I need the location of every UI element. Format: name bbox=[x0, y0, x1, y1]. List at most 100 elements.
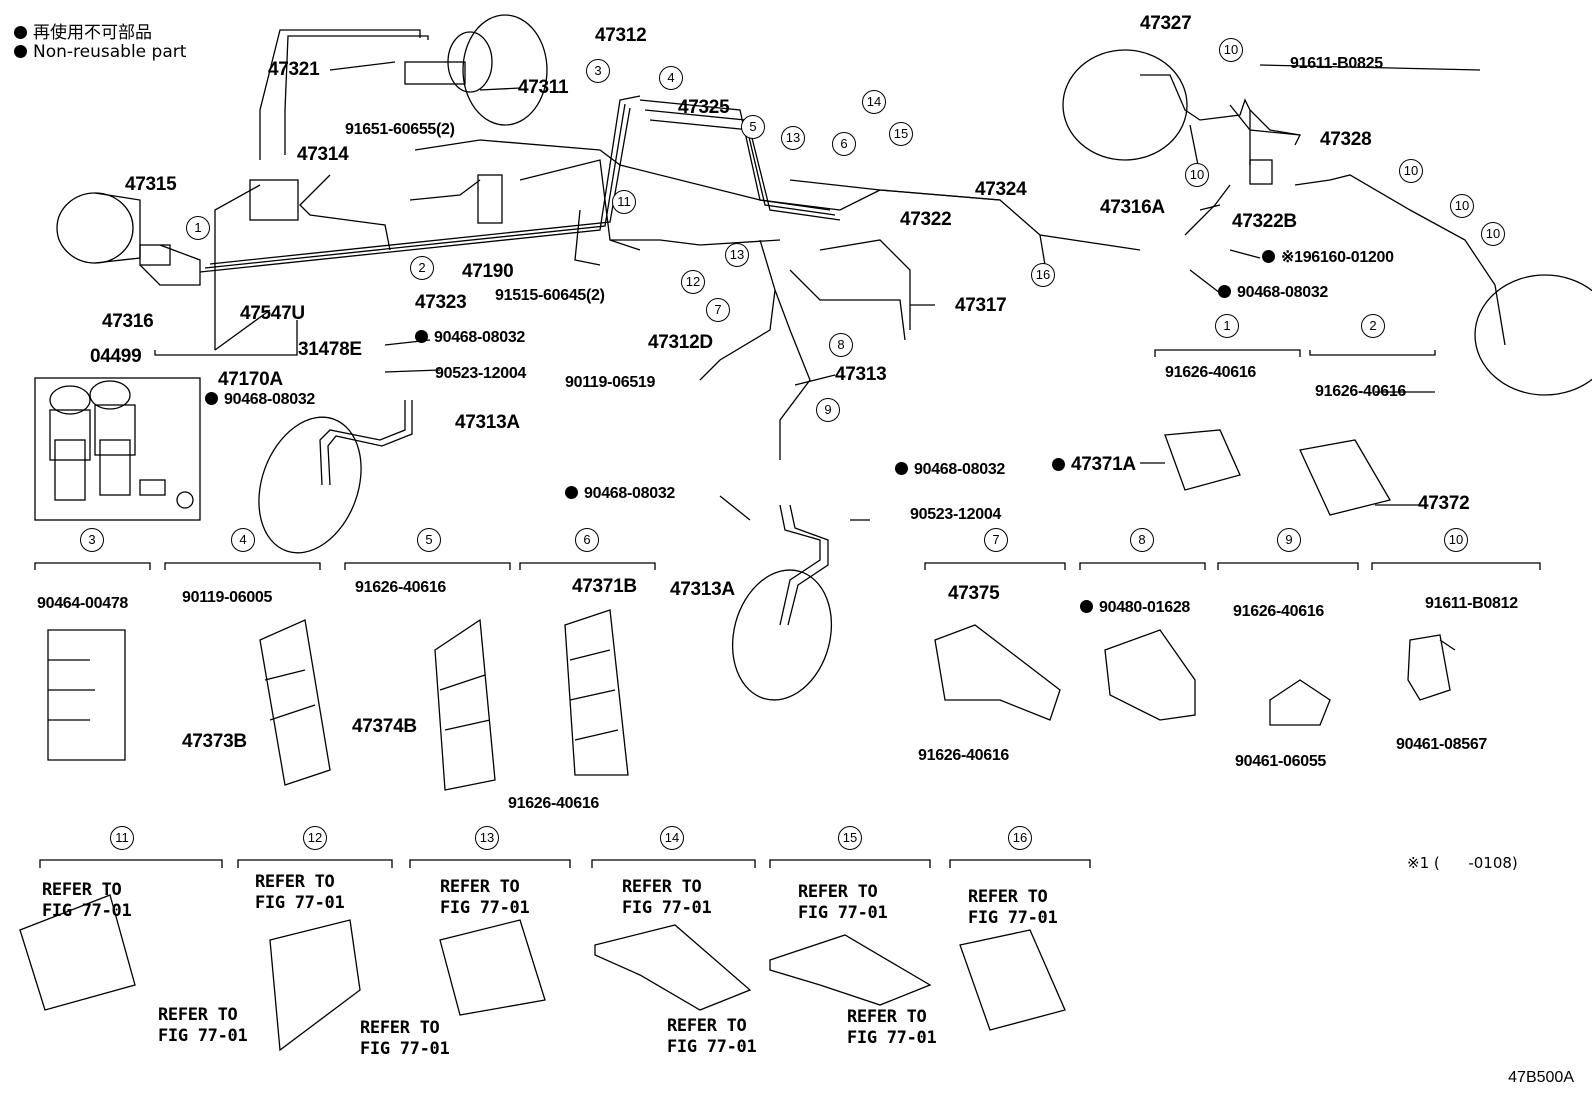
detail1-part: 91626-40616 bbox=[1165, 364, 1257, 381]
detail3-part: 90464-00478 bbox=[37, 595, 129, 612]
detail10-part2: 90461-08567 bbox=[1396, 736, 1488, 753]
label-47324: 47324 bbox=[975, 179, 1027, 200]
detail2-clamp: 47372 bbox=[1418, 493, 1470, 514]
section-9: 9 bbox=[1277, 528, 1301, 552]
label-47323: 47323 bbox=[415, 292, 467, 313]
callout-7: 7 bbox=[706, 298, 730, 322]
section-5: 5 bbox=[417, 528, 441, 552]
label-90523-12004-a: 90523-12004 bbox=[435, 365, 527, 382]
callout-16: 16 bbox=[1031, 263, 1055, 287]
callout-15: 15 bbox=[889, 122, 913, 146]
label-47322B: 47322B bbox=[1232, 211, 1297, 232]
label-31478E: 31478E bbox=[298, 339, 362, 360]
detail6-part: 91626-40616 bbox=[508, 795, 600, 812]
footnote: ※1 ( -0108) bbox=[1407, 854, 1518, 872]
callout-14: 14 bbox=[862, 90, 886, 114]
label-90468-08032-e: 90468-08032 bbox=[565, 486, 675, 502]
callout-10-b: 10 bbox=[1185, 163, 1209, 187]
bullet-icon bbox=[205, 392, 218, 405]
detail10-part: 91611-B0812 bbox=[1425, 595, 1518, 612]
bullet-icon bbox=[415, 330, 428, 343]
label-91515-60645: 91515-60645(2) bbox=[495, 287, 605, 304]
detail1-clamp: 47371A bbox=[1052, 455, 1136, 474]
label-47311: 47311 bbox=[518, 77, 569, 98]
label-47170A: 47170A bbox=[218, 369, 283, 390]
bullet-icon bbox=[14, 45, 27, 58]
section-7: 7 bbox=[984, 528, 1008, 552]
label-47322: 47322 bbox=[900, 209, 952, 230]
label-47325: 47325 bbox=[678, 97, 730, 118]
detail5-part: 91626-40616 bbox=[355, 579, 447, 596]
section-6: 6 bbox=[575, 528, 599, 552]
detail7-clamp: 47375 bbox=[948, 583, 1000, 604]
label-47313A-upper: 47313A bbox=[455, 412, 520, 433]
callout-10-a: 10 bbox=[1219, 38, 1243, 62]
label-90468-08032-b: 90468-08032 bbox=[205, 392, 315, 408]
callout-5: 5 bbox=[741, 115, 765, 139]
section-16: 16 bbox=[1008, 826, 1032, 850]
refer-15-bolt: REFER TO FIG 77-01 bbox=[847, 1007, 937, 1049]
label-90119-06519: 90119-06519 bbox=[565, 374, 656, 391]
label-47314: 47314 bbox=[297, 144, 349, 165]
label-96160-01200: ※196160-01200 bbox=[1262, 250, 1394, 266]
label-04499: 04499 bbox=[90, 346, 142, 367]
label-91611-B0825: 91611-B0825 bbox=[1290, 55, 1383, 72]
refer-12-bolt: REFER TO FIG 77-01 bbox=[360, 1018, 450, 1060]
label-91651-60655: 91651-60655(2) bbox=[345, 121, 455, 138]
callout-13-b: 13 bbox=[725, 243, 749, 267]
detail8-part: 90480-01628 bbox=[1080, 600, 1190, 616]
bullet-icon bbox=[1052, 458, 1065, 471]
callout-2: 2 bbox=[410, 256, 434, 280]
callout-10-c: 10 bbox=[1399, 159, 1423, 183]
label-90523-12004-b: 90523-12004 bbox=[910, 506, 1002, 523]
callout-4: 4 bbox=[659, 66, 683, 90]
callout-11: 11 bbox=[612, 190, 636, 214]
refer-13-clamp: REFER TO FIG 77-01 bbox=[440, 877, 530, 919]
callout-8: 8 bbox=[829, 333, 853, 357]
legend-jp: 再使用不可部品 bbox=[14, 18, 152, 43]
section-1: 1 bbox=[1215, 314, 1239, 338]
label-47315: 47315 bbox=[125, 174, 177, 195]
section-4: 4 bbox=[231, 528, 255, 552]
label-47327: 47327 bbox=[1140, 13, 1192, 34]
detail7-part: 91626-40616 bbox=[918, 747, 1010, 764]
callout-12: 12 bbox=[681, 270, 705, 294]
refer-12-clamp: REFER TO FIG 77-01 bbox=[255, 872, 345, 914]
legend-en: Non-reusable part bbox=[14, 42, 186, 62]
section-10: 10 bbox=[1444, 528, 1468, 552]
label-47316: 47316 bbox=[102, 311, 154, 332]
label-47316A: 47316A bbox=[1100, 197, 1165, 218]
detail5-clamp: 47374B bbox=[352, 716, 417, 737]
detail4-clamp: 47373B bbox=[182, 731, 247, 752]
section-14: 14 bbox=[660, 826, 684, 850]
refer-14-bolt: REFER TO FIG 77-01 bbox=[667, 1016, 757, 1058]
refer-14-clamp: REFER TO FIG 77-01 bbox=[622, 877, 712, 919]
bullet-icon bbox=[14, 26, 27, 39]
diagram-code: 47B500A bbox=[1508, 1069, 1574, 1086]
label-47312: 47312 bbox=[595, 25, 647, 46]
callout-10-d: 10 bbox=[1450, 194, 1474, 218]
label-90468-08032-c: 90468-08032 bbox=[1218, 285, 1328, 301]
label-47313A-lower: 47313A bbox=[670, 579, 735, 600]
section-11: 11 bbox=[110, 826, 134, 850]
bullet-icon bbox=[1262, 250, 1275, 263]
label-47190: 47190 bbox=[462, 261, 514, 282]
bullet-icon bbox=[1218, 285, 1231, 298]
callout-9: 9 bbox=[816, 398, 840, 422]
section-8: 8 bbox=[1130, 528, 1154, 552]
refer-11-bolt: REFER TO FIG 77-01 bbox=[158, 1005, 248, 1047]
section-13: 13 bbox=[475, 826, 499, 850]
section-12: 12 bbox=[303, 826, 327, 850]
callout-13-a: 13 bbox=[781, 126, 805, 150]
callout-10-e: 10 bbox=[1481, 222, 1505, 246]
bullet-icon bbox=[1080, 600, 1093, 613]
detail9-part: 91626-40616 bbox=[1233, 603, 1325, 620]
bullet-icon bbox=[565, 486, 578, 499]
callout-1: 1 bbox=[186, 216, 210, 240]
detail4-part: 90119-06005 bbox=[182, 589, 273, 606]
callout-6: 6 bbox=[832, 132, 856, 156]
label-47321: 47321 bbox=[268, 59, 320, 80]
detail6-clamp: 47371B bbox=[572, 576, 637, 597]
